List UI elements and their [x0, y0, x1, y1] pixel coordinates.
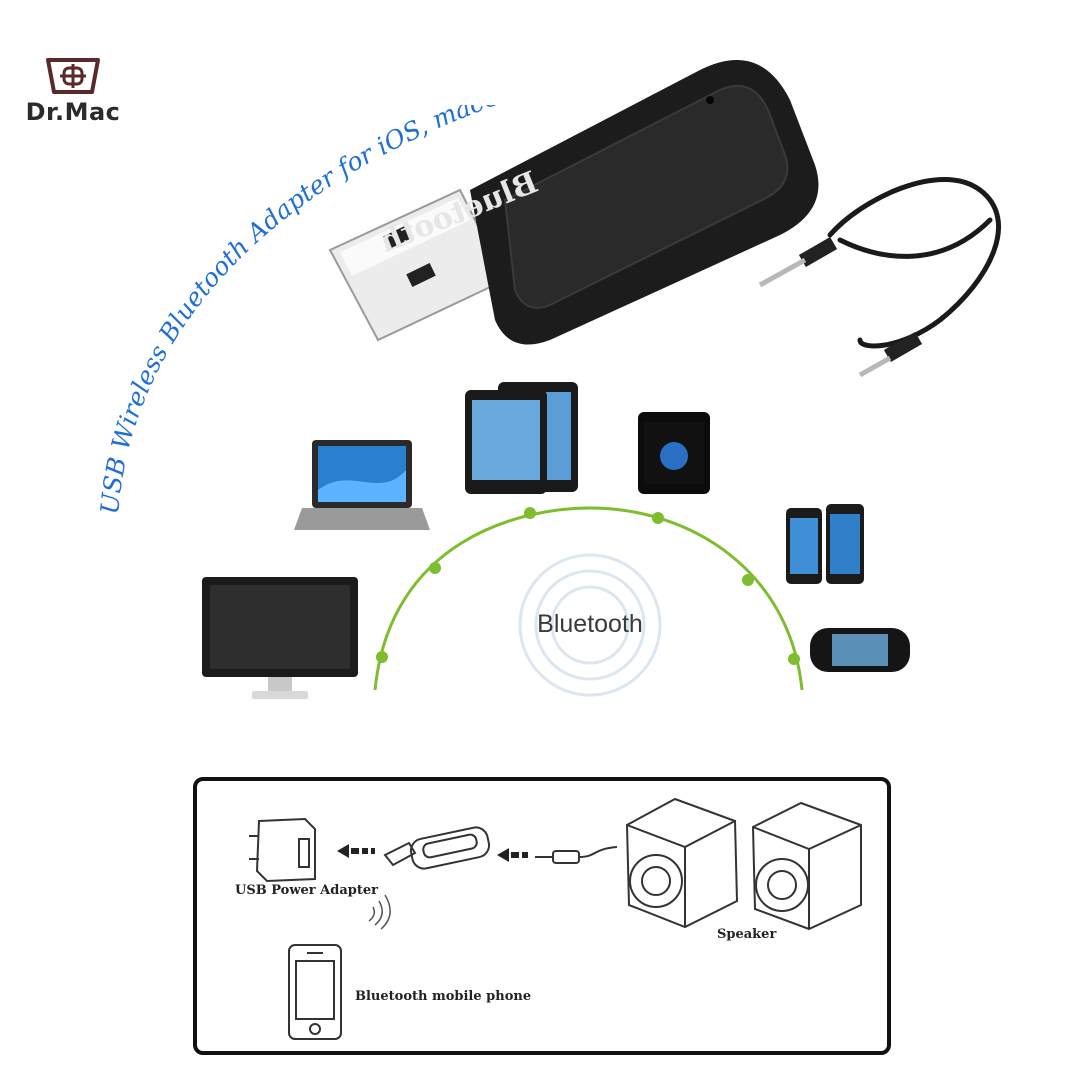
connection-arc [373, 506, 804, 691]
signal-rings [518, 553, 662, 697]
arrow-to-adapter-icon [337, 844, 375, 858]
aux-jack-1 [758, 236, 838, 288]
speaker-label: Speaker [717, 927, 777, 942]
brand-name: Dr.Mac [25, 98, 121, 126]
arrow-to-dongle-icon [497, 848, 528, 862]
brand-logo: Dr.Mac [18, 50, 128, 130]
speaker-right-icon [751, 801, 862, 931]
basket-logo-icon [46, 58, 100, 94]
monitor-icon [202, 577, 358, 699]
smartphone-icon [638, 412, 710, 494]
game-console-icon [810, 628, 910, 672]
diagram-drawing [249, 797, 862, 1040]
dongle-body [470, 60, 819, 345]
center-bluetooth-label: Bluetooth [537, 610, 643, 638]
aux-jack-2 [858, 331, 923, 378]
speaker-left-icon [625, 797, 739, 929]
arc-nodes [376, 507, 800, 665]
dongle-outline-icon [383, 826, 491, 870]
phone-label: Bluetooth mobile phone [355, 989, 532, 1004]
aux-cable [827, 177, 1001, 349]
usb-connector [328, 188, 507, 342]
android-phones-icon [786, 504, 864, 584]
product-image: Bluetooth [328, 60, 1001, 378]
compatible-devices [202, 382, 910, 699]
connection-diagram: USB Power Adapter Bluetooth mobile phone… [193, 777, 891, 1055]
power-adapter-icon [249, 817, 316, 883]
audio-cable-icon [535, 846, 618, 864]
tablet-icon [465, 382, 578, 494]
power-adapter-label: USB Power Adapter [235, 883, 378, 898]
mobile-phone-icon [288, 944, 342, 1040]
laptop-icon [294, 440, 430, 530]
wireless-signal-icon [368, 894, 391, 930]
